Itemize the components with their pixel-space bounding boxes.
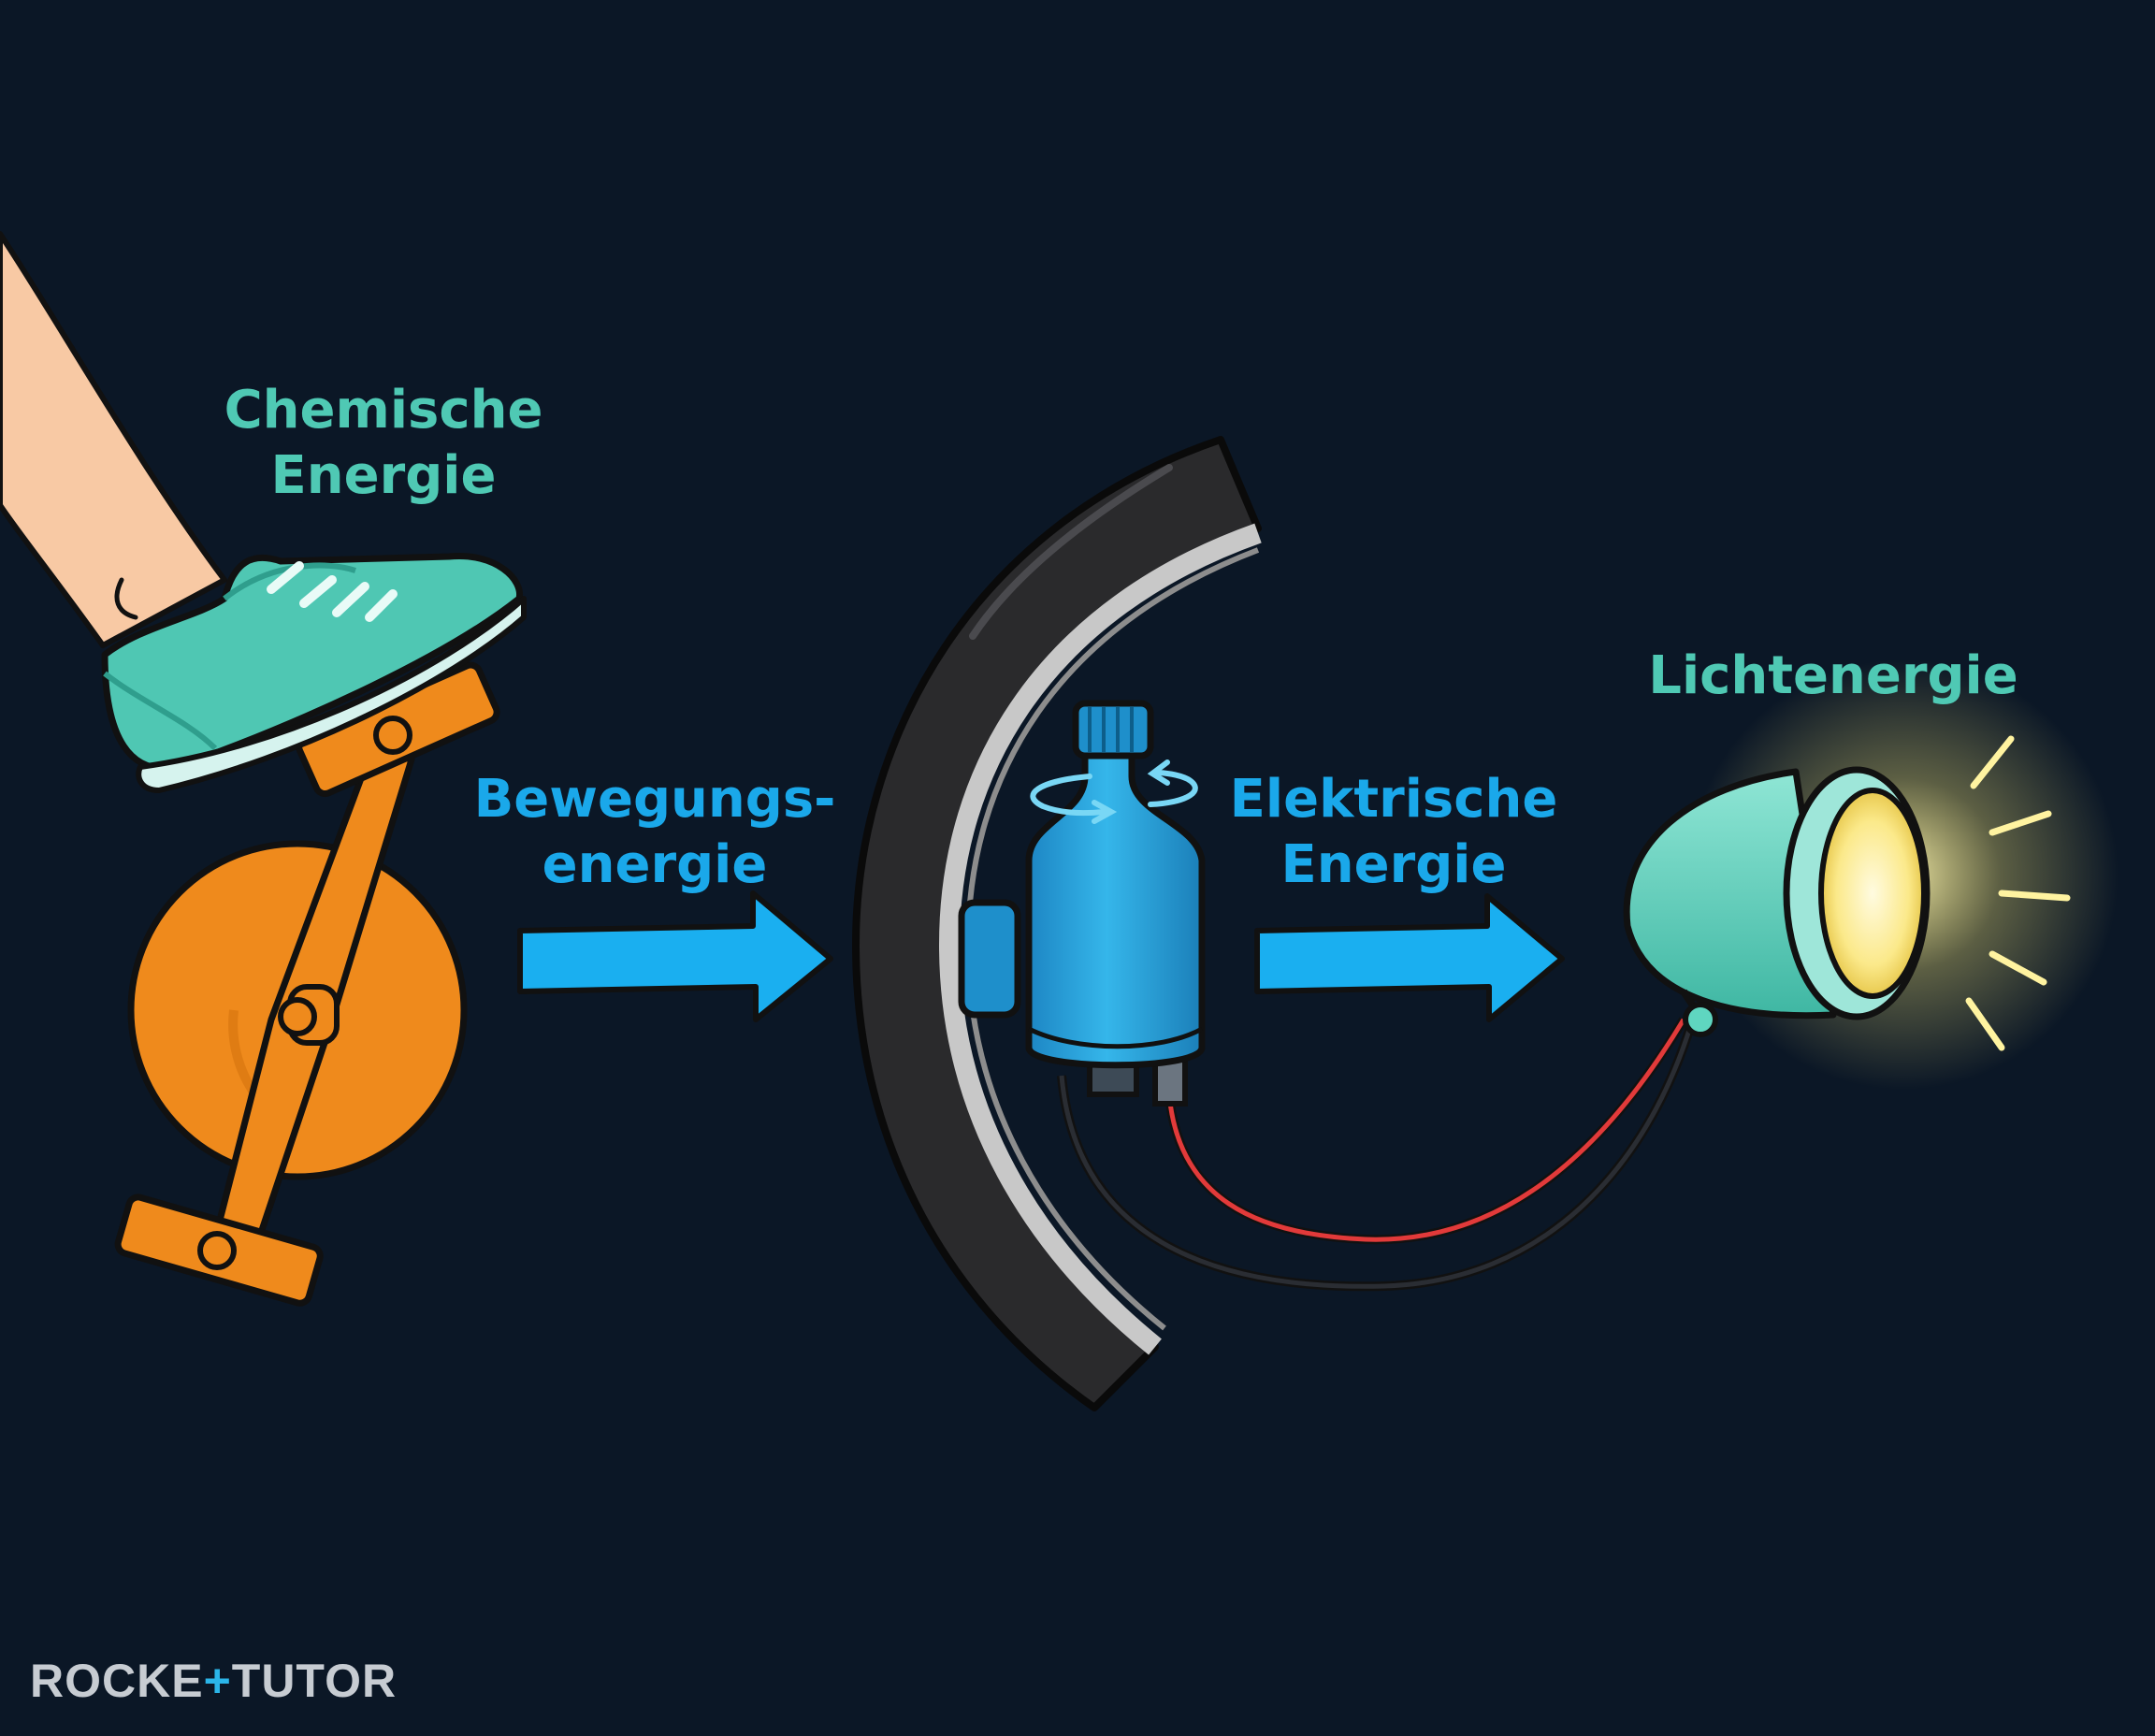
label-electric-energy: Elektrische Energie: [1229, 769, 1558, 895]
arrow-electric-icon: [1254, 893, 1565, 1022]
arrow-kinetic-icon: [517, 890, 833, 1022]
dynamo-icon: [958, 700, 1206, 1107]
label-chemical-energy: Chemische Energie: [224, 380, 543, 506]
lamp-icon: [1623, 766, 1931, 1037]
cable-icon: [1057, 1017, 1696, 1292]
shoe-icon: [101, 552, 527, 793]
brand-logo: ROCKE+TUTOR: [30, 1655, 398, 1707]
pedal-crank-icon: [114, 661, 500, 1307]
wheel-icon: [852, 436, 1262, 1411]
leg-icon: [0, 231, 227, 648]
label-kinetic-energy: Bewegungs- energie: [473, 769, 836, 895]
label-light-energy: Lichtenergie: [1648, 645, 2018, 706]
